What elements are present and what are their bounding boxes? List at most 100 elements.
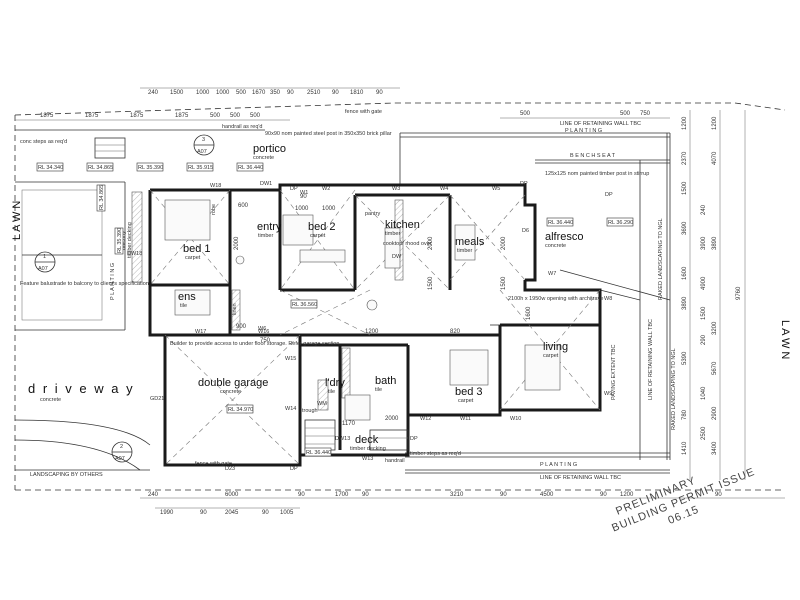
- cooktop-label: cooktop/ rhood over: [383, 241, 432, 247]
- living-finish: carpet: [543, 353, 559, 359]
- svg-text:500: 500: [250, 113, 261, 119]
- fence-gate-bottom: fence with gate: [195, 461, 232, 467]
- pantry-label: pantry: [365, 211, 381, 217]
- deck-finish: timber decking: [350, 446, 386, 452]
- trough-label: trough: [302, 408, 318, 414]
- svg-text:W9: W9: [604, 391, 612, 397]
- bed-2-label: bed 2: [308, 221, 336, 233]
- svg-text:RL 36.440: RL 36.440: [306, 450, 331, 456]
- svg-text:1200: 1200: [620, 492, 634, 498]
- svg-text:90: 90: [715, 492, 722, 498]
- site-boundary: [14, 102, 786, 491]
- living-label: living: [543, 341, 568, 353]
- svg-text:RL 36.560: RL 36.560: [292, 302, 317, 308]
- bench-seat: B E N C H S E A T: [570, 153, 616, 159]
- svg-text:W12: W12: [420, 416, 431, 422]
- svg-text:W5: W5: [492, 186, 500, 192]
- svg-text:2510: 2510: [307, 90, 321, 96]
- svg-text:RL 36.440: RL 36.440: [548, 220, 573, 226]
- svg-text:90: 90: [600, 492, 607, 498]
- svg-text:W17: W17: [195, 329, 206, 335]
- svg-text:1500: 1500: [428, 276, 434, 290]
- svg-text:RL 35.390: RL 35.390: [138, 165, 163, 171]
- svg-text:W15: W15: [285, 356, 296, 362]
- svg-text:GD21: GD21: [150, 396, 164, 402]
- svg-text:RL 34.970: RL 34.970: [228, 407, 253, 413]
- svg-text:90: 90: [332, 90, 339, 96]
- svg-text:1600: 1600: [682, 266, 688, 280]
- dimension-lines: [15, 87, 785, 509]
- svg-text:2000: 2000: [385, 416, 399, 422]
- robe-label: robe: [211, 204, 217, 215]
- ceiling-diagonals: [149, 189, 601, 466]
- svg-text:DP: DP: [290, 466, 298, 472]
- planting-bottom: P L A N T I N G: [540, 462, 577, 468]
- svg-text:750: 750: [640, 111, 651, 117]
- planting-left: P L A N T I N G: [110, 263, 116, 300]
- kitchen-finish: timber: [385, 231, 400, 237]
- svg-text:W18: W18: [210, 183, 221, 189]
- svg-text:3400: 3400: [712, 441, 718, 455]
- svg-text:6000: 6000: [225, 492, 239, 498]
- svg-text:1000: 1000: [216, 90, 230, 96]
- svg-text:350: 350: [270, 90, 281, 96]
- bed-3-label: bed 3: [455, 386, 483, 398]
- svg-text:90: 90: [376, 90, 383, 96]
- svg-text:500: 500: [520, 111, 531, 117]
- svg-text:1200: 1200: [682, 116, 688, 130]
- svg-text:2500: 2500: [701, 426, 707, 440]
- svg-text:W13: W13: [362, 456, 373, 462]
- svg-text:RL 34.865: RL 34.865: [88, 165, 113, 171]
- alfresco-label: alfresco: [545, 231, 584, 243]
- svg-text:1410: 1410: [682, 441, 688, 455]
- kitchen-label: kitchen: [385, 219, 420, 231]
- bed-1-finish: carpet: [185, 255, 201, 261]
- svg-text:4070: 4070: [712, 151, 718, 165]
- dp-circle: [366, 299, 378, 311]
- svg-text:240: 240: [148, 492, 159, 498]
- svg-text:90: 90: [298, 492, 305, 498]
- site-labels: P L A N T I N G LINE OF RETAINING WALL T…: [20, 109, 677, 481]
- portico-finish: concrete: [253, 155, 274, 161]
- driveway-outline: [14, 419, 151, 471]
- timber-post-note: 125x125 nom painted timber post in stirr…: [545, 171, 649, 177]
- svg-text:900: 900: [236, 324, 247, 330]
- section-marker-1[interactable]: 1 A07: [34, 251, 56, 273]
- retaining-top: LINE OF RETAINING WALL TBC: [560, 121, 641, 127]
- driveway-label: d r i v e w a y: [28, 381, 135, 396]
- svg-text:1040: 1040: [701, 386, 707, 400]
- svg-text:A07: A07: [115, 456, 125, 462]
- svg-text:1: 1: [43, 254, 46, 260]
- entry-label: entry: [257, 221, 282, 233]
- svg-text:1875: 1875: [40, 113, 54, 119]
- svg-text:2000: 2000: [428, 236, 434, 250]
- svg-text:1005: 1005: [280, 510, 294, 516]
- bath-vanity: [344, 394, 371, 421]
- svg-text:90: 90: [287, 90, 294, 96]
- meals-finish: timber: [457, 248, 472, 254]
- svg-text:W7: W7: [548, 271, 556, 277]
- lawn-left-label: L A W N: [11, 201, 23, 240]
- ens-vanity: [174, 289, 211, 316]
- svg-text:1600: 1600: [526, 306, 532, 320]
- section-marker-2[interactable]: 2 A07: [111, 441, 133, 463]
- svg-text:2370: 2370: [682, 151, 688, 165]
- svg-text:DP: DP: [520, 181, 528, 187]
- bed-3-furniture: [449, 349, 489, 386]
- svg-text:1500: 1500: [170, 90, 184, 96]
- timber-steps-note: timber steps as req'd: [410, 451, 461, 457]
- linen-label: linen: [232, 303, 238, 315]
- svg-text:3890: 3890: [682, 296, 688, 310]
- house-walls: [148, 183, 602, 467]
- room-labels: portico concrete entry timber bed 1 carp…: [11, 143, 791, 452]
- fence-gate-top: fence with gate: [345, 109, 382, 115]
- section-marker-3[interactable]: 3 A07: [193, 134, 215, 156]
- svg-text:W8: W8: [604, 296, 612, 302]
- svg-text:DP: DP: [290, 186, 298, 192]
- svg-text:3690: 3690: [682, 221, 688, 235]
- meals-table: [454, 224, 476, 261]
- svg-text:90: 90: [200, 510, 207, 516]
- window-tags: W1 W2 W3 W4 W5 W6 W7 W8 W9 W10 W11 W12 W…: [127, 181, 613, 472]
- svg-text:4500: 4500: [540, 492, 554, 498]
